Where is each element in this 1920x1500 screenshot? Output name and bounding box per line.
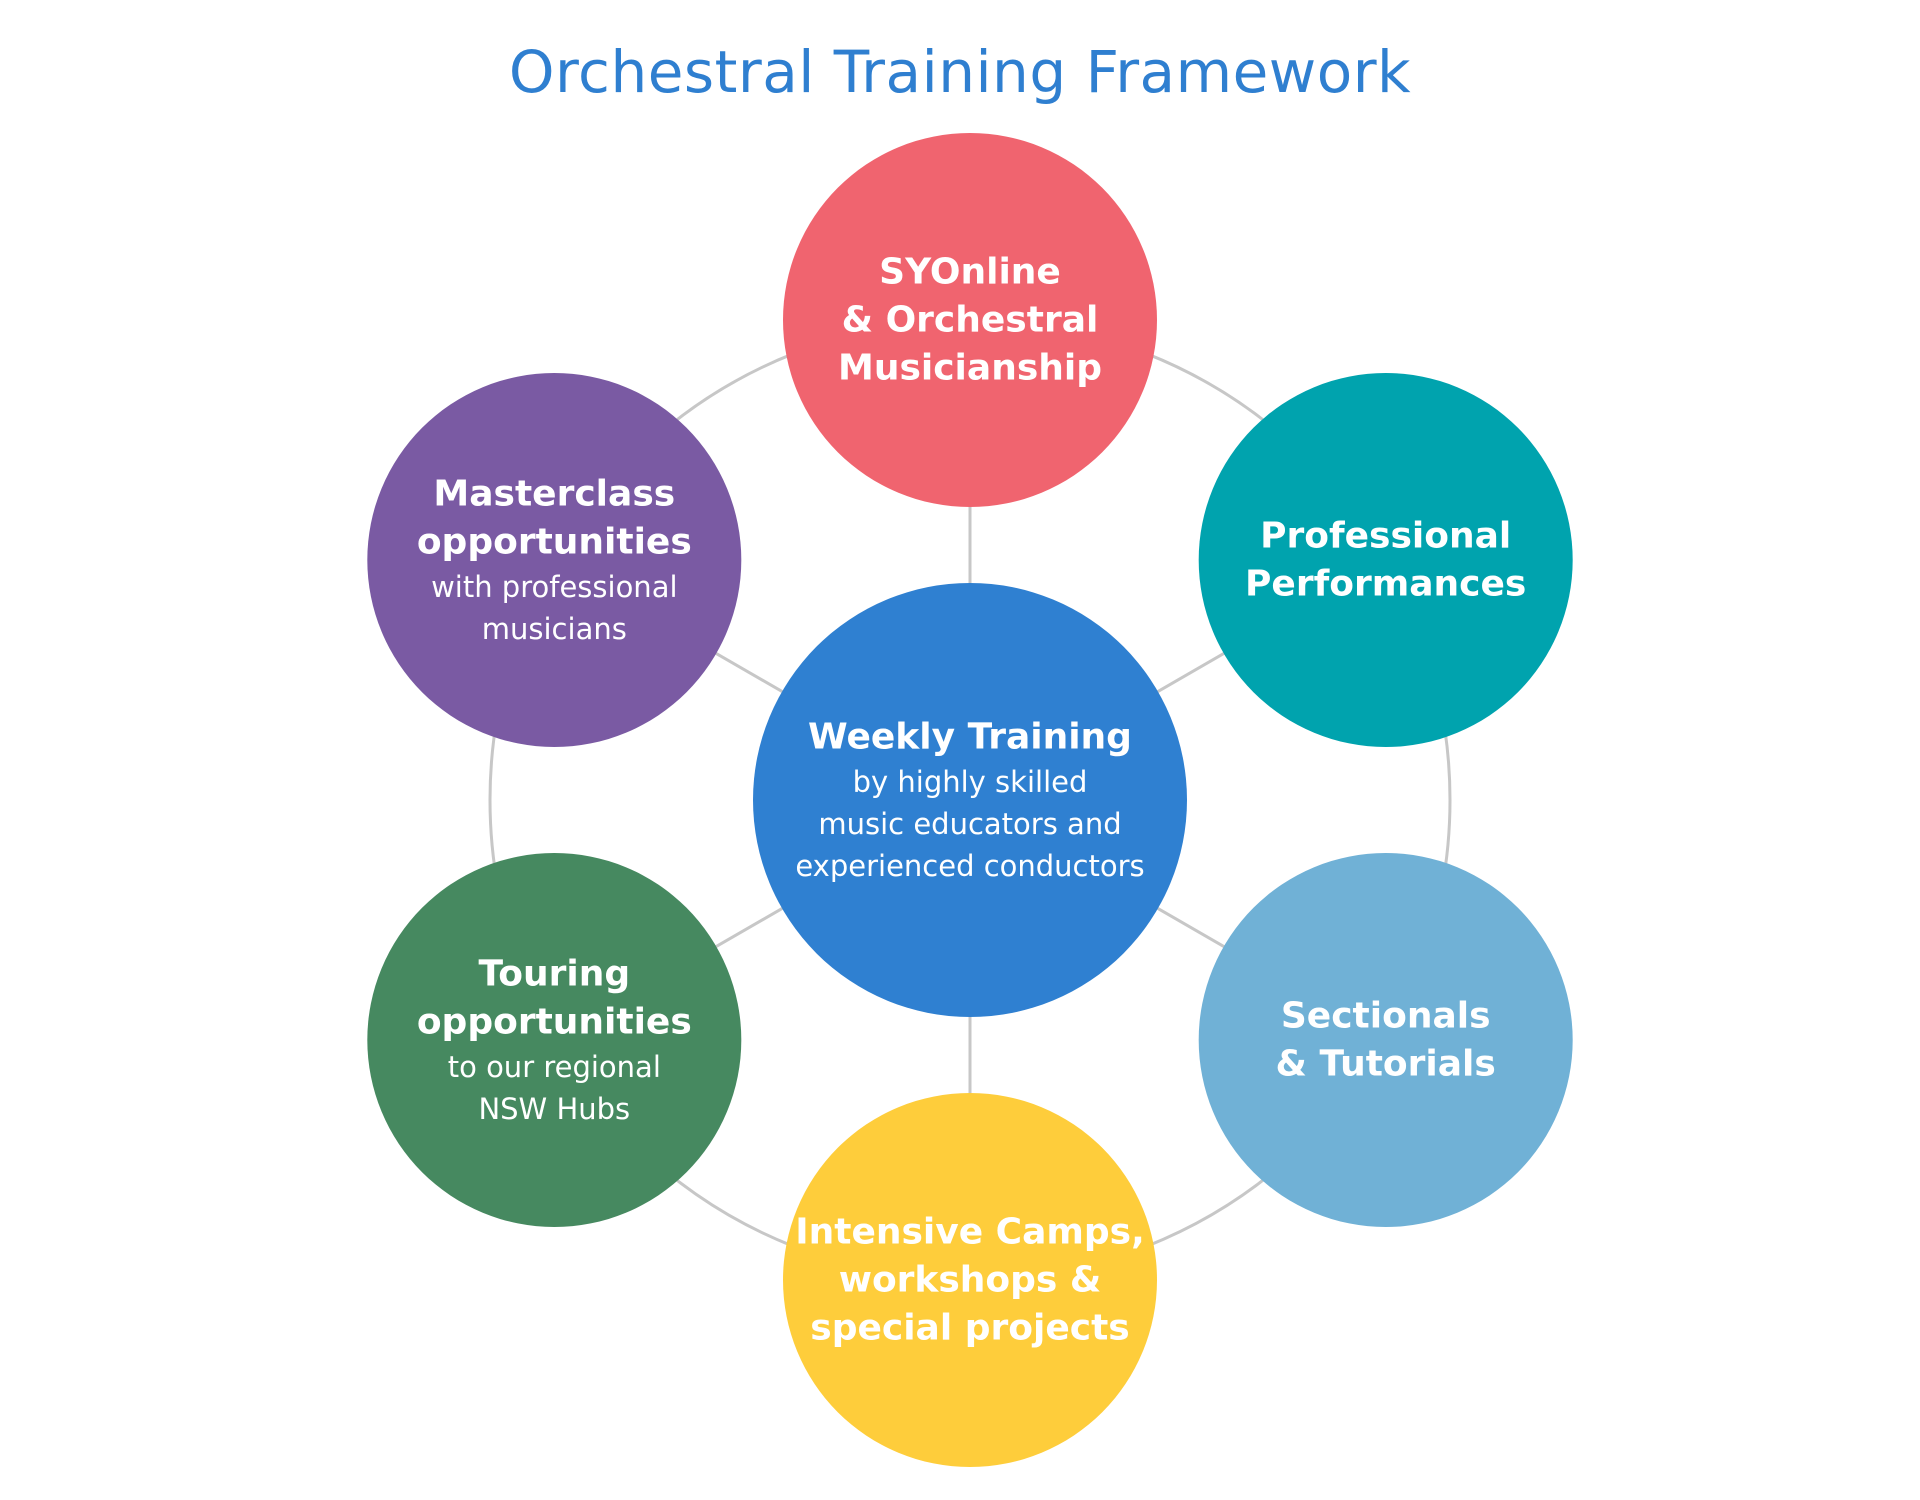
node-masterclass-opportunities-label-line: Masterclass [433,474,675,515]
node-professional-performances-circle [1198,373,1573,747]
node-touring-opportunities-circle [367,853,742,1227]
node-masterclass-opportunities-label-line: with professional [431,570,677,604]
center-node-weekly-training-label-line: music educators and [818,807,1121,841]
node-intensive-camps-label-line: special projects [810,1308,1129,1349]
node-sectionals-tutorials-circle [1198,853,1573,1227]
node-syonline-label-line: Musicianship [838,348,1102,389]
node-sectionals-tutorials-label-line: Sectionals [1281,996,1491,1037]
node-touring-opportunities-label-line: NSW Hubs [478,1092,630,1126]
node-touring-opportunities-label-line: Touring [478,954,630,995]
node-professional-performances-label-line: Performances [1245,564,1526,605]
node-intensive-camps-circle [783,1093,1157,1467]
node-sectionals-tutorials: Sectionals & Tutorials [1198,853,1573,1227]
node-masterclass-opportunities-circle [367,373,742,747]
node-intensive-camps-label-line: workshops & [839,1260,1102,1301]
node-touring-opportunities-label-line: to our regional [448,1050,661,1084]
center-node-weekly-training-label-line: by highly skilled [853,765,1088,799]
diagram-title: Orchestral Training Framework [508,38,1412,106]
node-masterclass-opportunities-label-line: opportunities [417,522,692,563]
center-node-weekly-training-circle [753,583,1187,1017]
framework-nodes: SYOnline & OrchestralMusicianshipProfessi… [367,133,1573,1467]
node-masterclass-opportunities-label-line: musicians [482,612,627,646]
node-intensive-camps-label-line: Intensive Camps, [795,1212,1145,1253]
node-sectionals-tutorials-label-line: & Tutorials [1276,1044,1496,1085]
node-syonline-label-line: & Orchestral [842,300,1099,341]
node-masterclass-opportunities: Masterclass opportunities with professiona… [367,373,742,747]
node-syonline-label-line: SYOnline [879,252,1061,293]
node-professional-performances-label-line: Professional [1260,516,1511,557]
center-node-weekly-training-label-line: Weekly Training [808,717,1132,758]
center-node-weekly-training: Weekly Training by highly skilled music ed… [753,583,1187,1017]
node-syonline-circle [783,133,1157,507]
center-node-weekly-training-label-line: experienced conductors [795,849,1144,883]
node-intensive-camps: Intensive Camps, workshops & special proje… [783,1093,1157,1467]
node-touring-opportunities-label-line: opportunities [417,1002,692,1043]
